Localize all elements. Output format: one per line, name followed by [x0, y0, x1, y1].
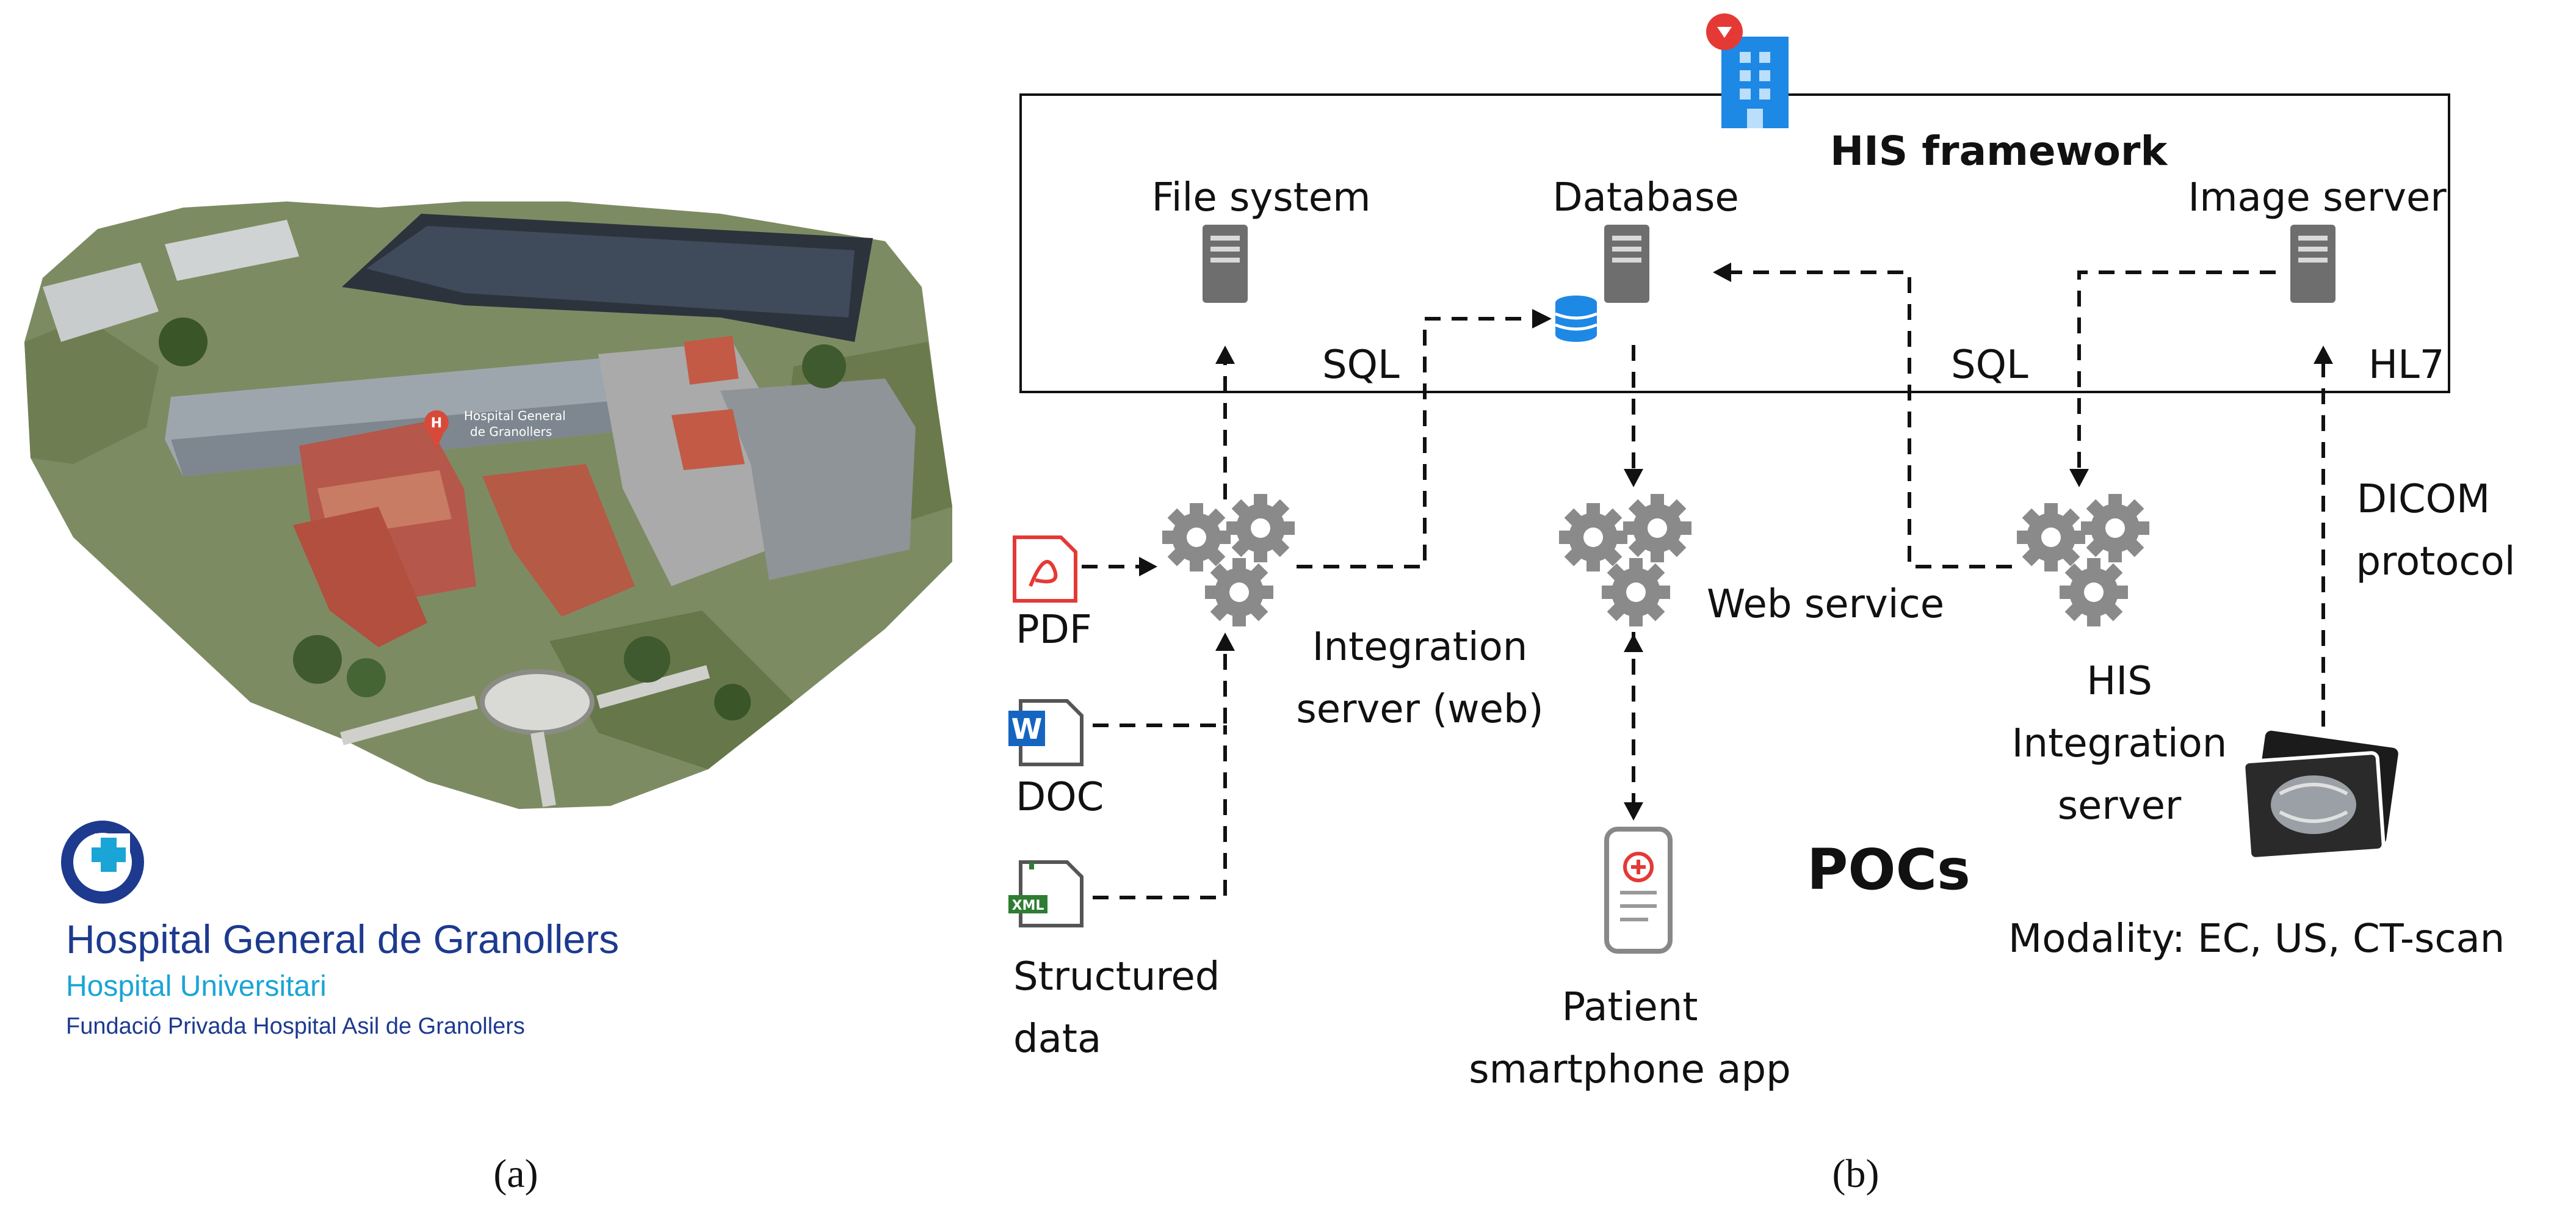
structured-data-label-line1: Structured — [1013, 954, 1220, 999]
map-pin-icon: H — [424, 410, 449, 449]
his-framework-title: HIS framework — [1830, 128, 2168, 175]
medical-images-icon — [2241, 730, 2398, 861]
doc-file-icon: W — [1008, 699, 1084, 766]
integration-server-web-label-line2: server (web) — [1296, 687, 1544, 732]
structured-data-label-line2: data — [1013, 1017, 1102, 1062]
database-server-icon — [1604, 225, 1649, 303]
database-label: Database — [1552, 175, 1739, 220]
database-cylinder-icon — [1555, 296, 1597, 342]
svg-text:XML: XML — [1012, 898, 1044, 913]
smartphone-app-icon — [1604, 827, 1673, 954]
sql-left-label: SQL — [1322, 343, 1400, 388]
logo-foundation: Fundació Privada Hospital Asil de Granol… — [66, 1014, 525, 1039]
image-server-icon — [2290, 225, 2335, 303]
web-service-label: Web service — [1707, 582, 1945, 627]
pdf-file-icon — [1013, 535, 1077, 603]
pocs-label: POCs — [1807, 837, 1970, 902]
integration-server-web-label-line1: Integration — [1312, 625, 1528, 670]
pdf-label: PDF — [1016, 608, 1092, 653]
logo-hospital-name: Hospital General de Granollers — [66, 916, 620, 962]
file-system-label: File system — [1151, 175, 1371, 220]
patient-app-label-line2: smartphone app — [1469, 1047, 1791, 1092]
connector-lines — [1082, 270, 2325, 899]
web-service-gears-icon — [1559, 494, 1691, 626]
caption-b: (b) — [1832, 1152, 1880, 1196]
his-integration-label-line2: Integration — [2011, 721, 2227, 766]
sql-right-label: SQL — [1951, 343, 2028, 388]
dicom-label-line1: DICOM — [2356, 477, 2491, 522]
his-integration-label-line3: server — [2057, 783, 2182, 829]
map-label-line1: Hospital General — [464, 408, 566, 423]
svg-text:H: H — [431, 416, 442, 431]
doc-label: DOC — [1016, 775, 1104, 820]
hospital-logo-icon — [61, 821, 144, 904]
his-integration-server-gears-icon — [2017, 494, 2149, 626]
logo-subtitle: Hospital Universitari — [66, 970, 327, 1003]
svg-text:W: W — [1011, 713, 1043, 745]
xml-file-icon: XML — [1008, 860, 1084, 927]
patient-app-label-line1: Patient — [1561, 985, 1698, 1030]
hospital-building-icon — [1706, 13, 1789, 128]
image-server-label: Image server — [2188, 175, 2447, 220]
hospital-aerial-image — [24, 201, 952, 809]
his-integration-label-line1: HIS — [2086, 659, 2152, 704]
arrowheads — [1139, 263, 2333, 821]
dicom-label-line2: protocol — [2356, 539, 2516, 584]
modality-label: Modality: EC, US, CT-scan — [2008, 916, 2505, 962]
caption-a: (a) — [493, 1152, 538, 1196]
map-label-line2: de Granollers — [470, 424, 552, 439]
integration-server-web-gears-icon — [1162, 494, 1295, 626]
file-system-server-icon — [1203, 225, 1248, 303]
hl7-label: HL7 — [2368, 343, 2445, 388]
